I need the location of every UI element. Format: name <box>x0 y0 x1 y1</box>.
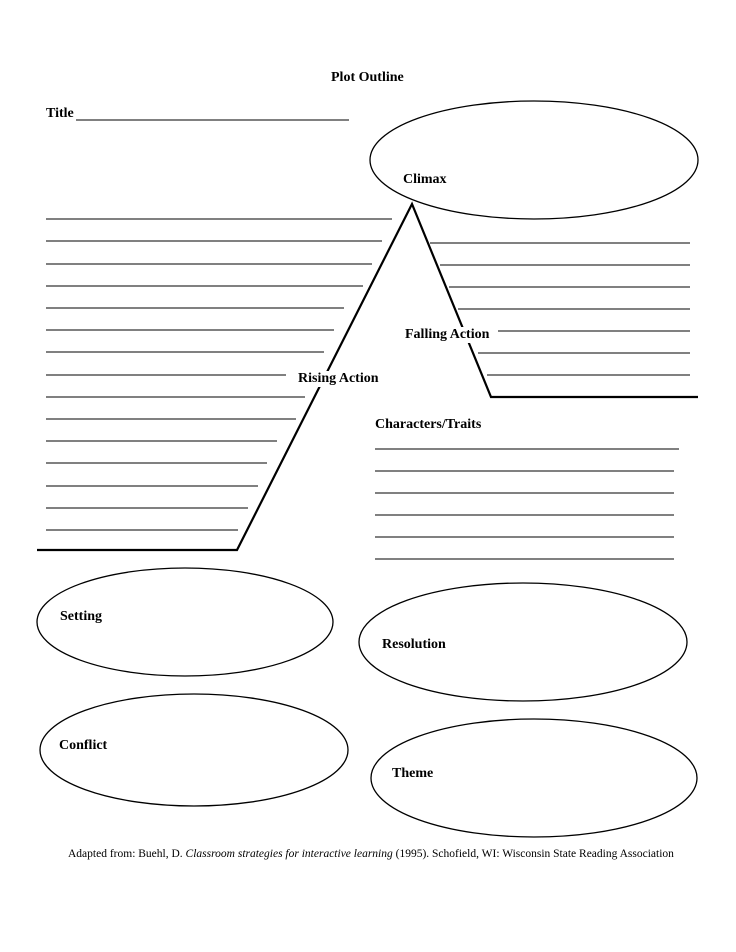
setting-label: Setting <box>60 609 102 624</box>
climax-label: Climax <box>403 172 447 187</box>
setting-oval[interactable] <box>36 567 334 677</box>
conflict-oval[interactable] <box>39 693 349 807</box>
theme-label: Theme <box>392 766 434 781</box>
citation-suffix: (1995). Schofield, WI: Wisconsin State R… <box>395 848 674 860</box>
rising-action-lines[interactable] <box>46 218 392 531</box>
characters-lines[interactable] <box>375 448 679 560</box>
resolution-label: Resolution <box>382 637 446 652</box>
citation-prefix: Adapted from: Buehl, D. <box>68 848 183 860</box>
characters-traits-label: Characters/Traits <box>375 417 482 432</box>
theme-oval[interactable] <box>370 718 698 838</box>
falling-action-lines[interactable] <box>430 242 690 376</box>
resolution-oval[interactable] <box>358 582 688 702</box>
falling-action-label: Falling Action <box>405 327 492 343</box>
citation: Adapted from: Buehl, D. Classroom strate… <box>68 847 688 861</box>
page-title: Plot Outline <box>331 70 404 85</box>
climax-oval <box>369 100 699 220</box>
rising-action-label: Rising Action <box>296 371 381 387</box>
conflict-label: Conflict <box>59 738 108 753</box>
citation-book-title: Classroom strategies for interactive lea… <box>185 848 393 860</box>
plot-mountain-line <box>37 201 698 552</box>
title-label: Title <box>46 106 74 121</box>
